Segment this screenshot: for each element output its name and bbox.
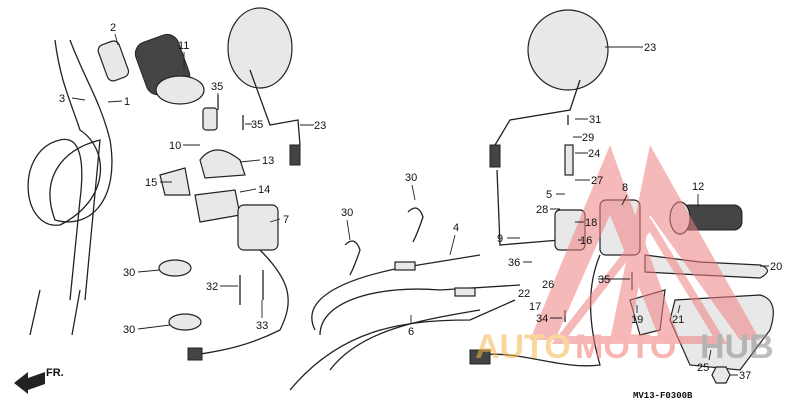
callout: 30: [123, 267, 135, 279]
callout: 30: [341, 207, 353, 219]
callout: 11: [178, 40, 189, 52]
callout: 7: [283, 214, 289, 226]
control-cables: [289, 254, 521, 391]
callout: 36: [508, 257, 520, 269]
callout: 13: [262, 155, 274, 167]
callout: 4: [453, 222, 459, 234]
throttle-grip: [97, 33, 218, 131]
throttle-cables: [27, 39, 113, 336]
callout: 17: [529, 301, 541, 313]
watermark-hub: HUB: [700, 328, 774, 366]
callout: 16: [580, 235, 592, 247]
callout: 29: [582, 132, 594, 144]
callout: 14: [258, 184, 270, 196]
callout: 12: [692, 181, 704, 193]
callout: 35: [598, 274, 610, 286]
callout: 22: [518, 288, 530, 300]
watermark-moto: MOTO: [575, 328, 676, 366]
left-mirror: [227, 7, 301, 166]
callout: 27: [591, 175, 603, 187]
callout: 6: [408, 326, 414, 338]
callout: 25: [697, 362, 709, 374]
callout: 21: [672, 314, 684, 326]
callout: 37: [739, 370, 751, 382]
callout: 34: [536, 313, 548, 325]
leader-lines: [71, 33, 769, 376]
watermark-logo: AUTO MOTO HUB: [475, 145, 774, 366]
callout: 30: [405, 172, 417, 184]
callout: 18: [585, 217, 597, 229]
callout: 35: [211, 81, 223, 93]
callout-labels: 2 11 23 3 1 35 35 23 31 29 24 10 13 27 3…: [59, 22, 782, 382]
callout: 26: [542, 279, 554, 291]
switch-housings-left: [159, 149, 289, 361]
callout: 20: [770, 261, 782, 273]
right-mirror: [489, 9, 609, 246]
front-direction-label: FR.: [46, 367, 64, 379]
callout: 5: [546, 189, 552, 201]
callout: 23: [314, 120, 326, 132]
cable-clamps: [158, 207, 424, 331]
callout: 3: [59, 93, 65, 105]
callout: 33: [256, 320, 268, 332]
front-direction-arrow: [14, 372, 45, 394]
callout: 15: [145, 177, 157, 189]
callout: 31: [589, 114, 601, 126]
callout: 19: [631, 314, 643, 326]
callout: 32: [206, 281, 218, 293]
callout: 24: [588, 148, 600, 160]
callout: 30: [123, 324, 135, 336]
callout: 35: [251, 119, 263, 131]
callout: 2: [110, 22, 116, 34]
callout: 23: [644, 42, 656, 54]
callout: 1: [124, 96, 130, 108]
diagram-code: MV13-F0300B: [633, 391, 693, 401]
watermark-auto: AUTO: [475, 328, 571, 366]
callout: 28: [536, 204, 548, 216]
callout: 9: [497, 233, 503, 245]
callout: 8: [622, 182, 628, 194]
callout: 10: [169, 140, 181, 152]
